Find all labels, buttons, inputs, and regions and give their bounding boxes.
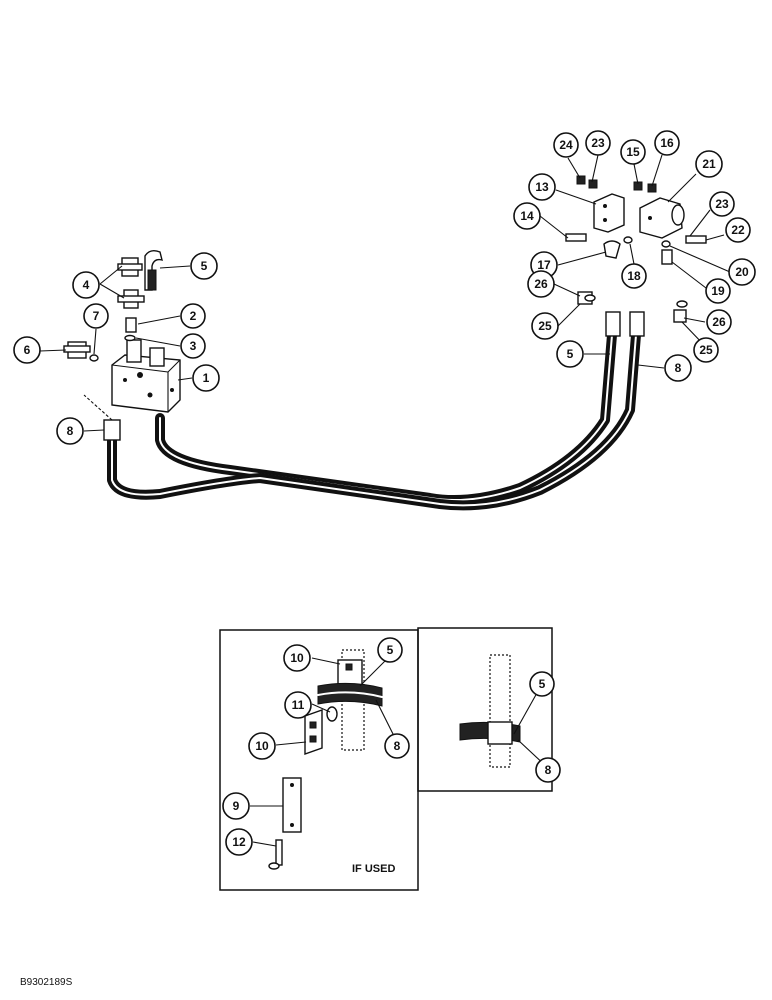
inset-clamp-detail (268, 649, 383, 870)
callout-2: 2 (180, 303, 206, 329)
svg-text:5: 5 (539, 677, 546, 691)
callout-19: 19 (705, 278, 731, 304)
callout-23: 23 (709, 191, 735, 217)
callout-5: 5 (377, 637, 403, 663)
svg-text:5: 5 (201, 259, 208, 273)
hose-assembly (83, 311, 645, 511)
svg-text:10: 10 (255, 739, 269, 753)
callout-25: 25 (693, 337, 719, 363)
svg-text:25: 25 (699, 343, 713, 357)
callout-10: 10 (248, 732, 276, 760)
svg-text:24: 24 (559, 138, 573, 152)
svg-text:20: 20 (735, 265, 749, 279)
callout-1: 1 (192, 364, 220, 392)
svg-text:5: 5 (387, 643, 394, 657)
svg-text:23: 23 (591, 136, 605, 150)
hose-end-fitting (605, 311, 621, 337)
svg-text:17: 17 (537, 258, 551, 272)
if-used-note: IF USED (352, 863, 395, 875)
callout-24: 24 (553, 132, 579, 158)
callout-8: 8 (535, 757, 561, 783)
svg-text:19: 19 (711, 284, 725, 298)
inset-clip-detail (459, 654, 521, 768)
right-valve-assembly (565, 175, 707, 323)
svg-text:25: 25 (538, 319, 552, 333)
callout-15: 15 (620, 139, 646, 165)
callout-25: 25 (531, 312, 559, 340)
svg-text:26: 26 (534, 277, 548, 291)
callout-22: 22 (725, 217, 751, 243)
callout-12: 12 (225, 828, 253, 856)
callout-16: 16 (654, 130, 680, 156)
svg-text:6: 6 (24, 343, 31, 357)
inset-frame-right (417, 627, 553, 792)
svg-text:18: 18 (627, 269, 641, 283)
hose-end-fitting (629, 311, 645, 337)
svg-text:8: 8 (545, 763, 552, 777)
valve-block (111, 339, 181, 413)
svg-text:14: 14 (520, 209, 534, 223)
svg-text:1: 1 (203, 371, 210, 385)
callout-23: 23 (585, 130, 611, 156)
callout-11: 11 (284, 691, 312, 719)
svg-text:22: 22 (731, 223, 745, 237)
callout-7: 7 (83, 303, 109, 329)
fittings-left (63, 249, 163, 362)
callout-21: 21 (695, 150, 723, 178)
callout-5: 5 (556, 340, 584, 368)
callout-14: 14 (513, 202, 541, 230)
callout-20: 20 (728, 258, 756, 286)
svg-text:21: 21 (702, 157, 716, 171)
callout-6: 6 (13, 336, 41, 364)
leader-lines (39, 154, 731, 432)
svg-text:10: 10 (290, 651, 304, 665)
svg-text:7: 7 (93, 309, 100, 323)
callout-4: 4 (72, 271, 100, 299)
svg-text:13: 13 (535, 180, 549, 194)
callout-3: 3 (180, 333, 206, 359)
hose-end-fitting (103, 419, 121, 441)
callout-5: 5 (529, 671, 555, 697)
callout-8: 8 (384, 733, 410, 759)
svg-text:11: 11 (292, 698, 305, 712)
callout-8: 8 (664, 354, 692, 382)
svg-text:23: 23 (715, 197, 729, 211)
callout-18: 18 (621, 263, 647, 289)
callout-5: 5 (190, 252, 218, 280)
svg-text:16: 16 (660, 136, 674, 150)
svg-text:2: 2 (190, 309, 197, 323)
callout-10: 10 (283, 644, 311, 672)
svg-text:15: 15 (626, 145, 640, 159)
svg-text:8: 8 (67, 424, 74, 438)
svg-text:3: 3 (190, 339, 197, 353)
svg-text:8: 8 (394, 739, 401, 753)
callout-8: 8 (56, 417, 84, 445)
svg-text:8: 8 (675, 361, 682, 375)
document-code: B9302189S (20, 977, 73, 988)
inset-frame-left (219, 629, 419, 891)
callout-26: 26 (706, 309, 732, 335)
svg-text:26: 26 (712, 315, 726, 329)
callout-9: 9 (222, 792, 250, 820)
svg-text:9: 9 (233, 799, 240, 813)
callout-26: 26 (527, 270, 555, 298)
callout-13: 13 (528, 173, 556, 201)
svg-text:4: 4 (83, 278, 90, 292)
svg-text:12: 12 (232, 835, 246, 849)
svg-text:5: 5 (567, 347, 574, 361)
